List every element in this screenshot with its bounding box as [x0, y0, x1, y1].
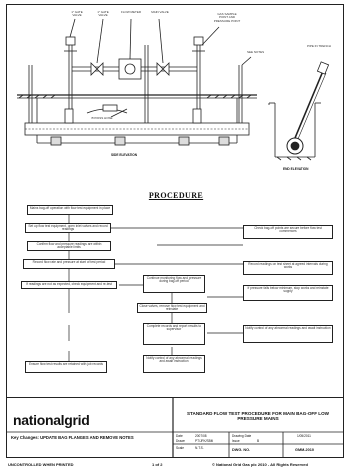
field-date-label: Date: [176, 434, 183, 438]
procedure-side-note: If pressure falls below minimum, stop wo…: [243, 285, 333, 301]
end-elevation-caption: END ELEVATION: [283, 167, 309, 171]
field-dwg-no-value: GMM-2010: [295, 448, 314, 452]
procedure-step: If readings are not as expected, check e…: [21, 281, 117, 289]
field-drawing-date-value: 1/05/2011: [297, 434, 311, 438]
footer-page-number: 1 of 2: [152, 462, 163, 467]
field-scale-label: Scale: [176, 446, 184, 450]
field-issue-value: B: [257, 439, 260, 443]
procedure-side-note: Notify control of any abnormal readings …: [143, 355, 205, 373]
procedure-step: Continue monitoring flow and pressure du…: [143, 275, 205, 293]
procedure-side-note: Record readings on test sheet at agreed …: [243, 261, 333, 275]
field-drawing-date-label: Drawing Date: [232, 434, 252, 438]
field-drawn-label: Drawn: [176, 439, 186, 443]
field-date-value: 2007/08: [195, 434, 207, 438]
procedure-side-note: Ensure flow test results are retained wi…: [25, 361, 107, 373]
field-scale-value: N.T.S.: [195, 446, 204, 450]
title-block: nationalgrid Key Changes: UPDATE BAG FLA…: [7, 397, 343, 458]
procedure-step: Mains bag-off operation with flow test e…: [27, 205, 113, 215]
national-grid-logo: nationalgrid: [13, 412, 90, 428]
field-issue-label: Issue: [232, 439, 240, 443]
note-bypass-hose: BYPASS HOSE: [91, 117, 113, 120]
note-flow-meter: FLOW METER: [121, 11, 141, 14]
field-drawn-value: PT/JFK/SBM: [195, 439, 214, 443]
field-dwg-no-label: DWG. NO.: [232, 448, 251, 452]
procedure-step: Close valves, remove flow test equipment…: [137, 303, 207, 313]
procedure-title: PROCEDURE: [148, 191, 204, 200]
procedure-step: Confirm flow and pressure readings are w…: [27, 241, 111, 251]
footer-uncontrolled: UNCONTROLLED WHEN PRINTED: [8, 462, 74, 467]
note-main-valve: MAIN VALVE: [151, 11, 169, 14]
drawing-sheet: 1" GATE VALVE 1" GATE VALVE FLOW METER M…: [6, 4, 344, 458]
procedure-step: Complete records and report results to s…: [143, 323, 205, 345]
page-footer: UNCONTROLLED WHEN PRINTED 1 of 2 © Natio…: [6, 462, 346, 472]
drawing-title: STANDARD FLOW TEST PROCEDURE FOR MAIN BA…: [186, 411, 330, 422]
procedure-step: Set up flow test equipment, open inlet v…: [25, 223, 111, 233]
note-gas-sample-point: GAS SAMPLE POINT AND PRESSURE POINT: [213, 13, 241, 23]
footer-copyright: © National Grid Gas plc 2010 - All Right…: [212, 462, 308, 467]
procedure-side-note: Check bag-off points are secure before f…: [243, 225, 333, 239]
key-changes: Key Changes: UPDATE BAG FLANGES AND REMO…: [11, 435, 134, 440]
side-elevation-drawing: [17, 18, 330, 161]
side-elevation-caption: SIDE ELEVATION: [111, 153, 138, 157]
procedure-side-note: Notify control of any abnormal readings …: [243, 325, 333, 343]
procedure-step: Record flow rate and pressure at start o…: [23, 259, 115, 269]
title-block-grid: [7, 398, 343, 458]
note-gate-valve-b: 1" GATE VALVE: [97, 11, 109, 18]
note-side: SEE NOTES: [247, 51, 265, 54]
note-trench: PIPE IN TRENCH: [307, 45, 331, 48]
note-gate-valve-a: 1" GATE VALVE: [71, 11, 83, 18]
